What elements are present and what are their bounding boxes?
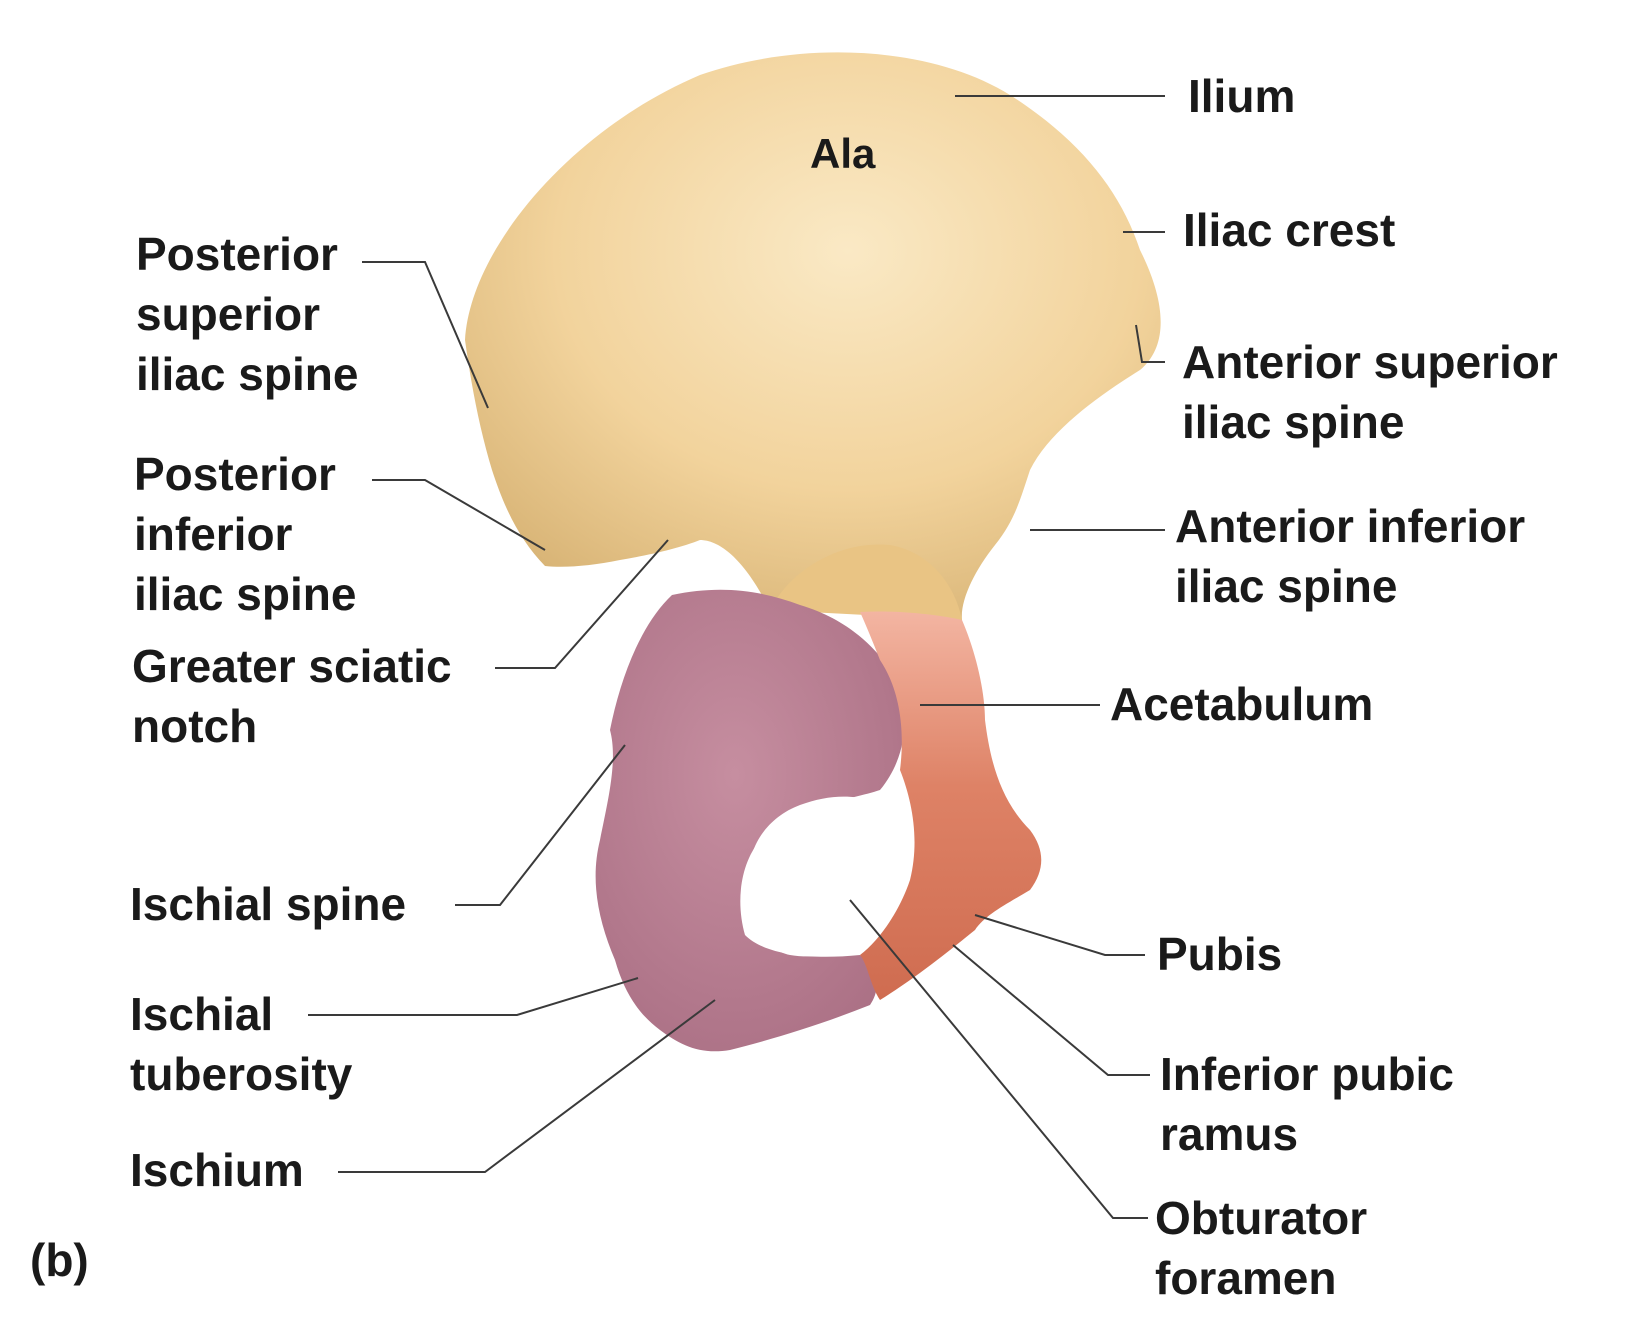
label-ischial-spine: Ischial spine xyxy=(130,878,406,930)
leader-piis xyxy=(372,479,546,551)
label-greater-sciatic-notch-line2: notch xyxy=(132,700,257,752)
label-piis-line3: iliac spine xyxy=(134,568,356,620)
label-psis-line2: superior xyxy=(136,288,320,340)
pubis-region xyxy=(860,611,1042,1000)
label-psis-line1: Posterior xyxy=(136,228,338,280)
obturator-foramen-hole xyxy=(748,796,906,957)
label-piis-line1: Posterior xyxy=(134,448,336,500)
label-aiis-line2: iliac spine xyxy=(1175,560,1397,612)
ischium-region xyxy=(595,589,905,1052)
leader-lines xyxy=(308,95,1165,1219)
label-asis-line2: iliac spine xyxy=(1182,396,1404,448)
leader-asis xyxy=(1135,324,1165,363)
acetabular-rim xyxy=(770,544,962,620)
leader-obturator-foramen xyxy=(849,899,1148,1219)
bone-illustration xyxy=(465,52,1161,1052)
label-psis-line3: iliac spine xyxy=(136,348,358,400)
label-ilium: Ilium xyxy=(1188,70,1295,122)
label-piis-line2: inferior xyxy=(134,508,293,560)
label-pubis: Pubis xyxy=(1157,928,1282,980)
leader-ischial-spine xyxy=(455,744,626,906)
label-ischial-tuberosity-line2: tuberosity xyxy=(130,1048,353,1100)
label-inferior-pubic-ramus-line1: Inferior pubic xyxy=(1160,1048,1454,1100)
label-iliac-crest: Iliac crest xyxy=(1183,204,1395,256)
region-label-ala: Ala xyxy=(810,130,876,177)
leader-psis xyxy=(362,261,489,409)
label-inferior-pubic-ramus-line2: ramus xyxy=(1160,1108,1298,1160)
label-acetabulum: Acetabulum xyxy=(1110,678,1373,730)
ilium-region xyxy=(465,52,1161,621)
label-aiis-line1: Anterior inferior xyxy=(1175,500,1525,552)
leader-pubis xyxy=(974,914,1145,956)
label-obturator-foramen-line1: Obturator xyxy=(1155,1192,1367,1244)
leader-ischium xyxy=(338,999,716,1173)
leader-greater-sciatic-notch xyxy=(495,539,669,669)
panel-label: (b) xyxy=(30,1234,89,1286)
label-greater-sciatic-notch-line1: Greater sciatic xyxy=(132,640,452,692)
label-obturator-foramen-line2: foramen xyxy=(1155,1252,1336,1304)
leader-inferior-pubic-ramus xyxy=(952,944,1150,1076)
leader-ischial-tuberosity xyxy=(308,977,639,1016)
label-ischium: Ischium xyxy=(130,1144,304,1196)
labels: Ala Ilium Iliac crest Anterior superior … xyxy=(30,70,1558,1304)
label-ischial-tuberosity-line1: Ischial xyxy=(130,988,273,1040)
label-asis-line1: Anterior superior xyxy=(1182,336,1558,388)
